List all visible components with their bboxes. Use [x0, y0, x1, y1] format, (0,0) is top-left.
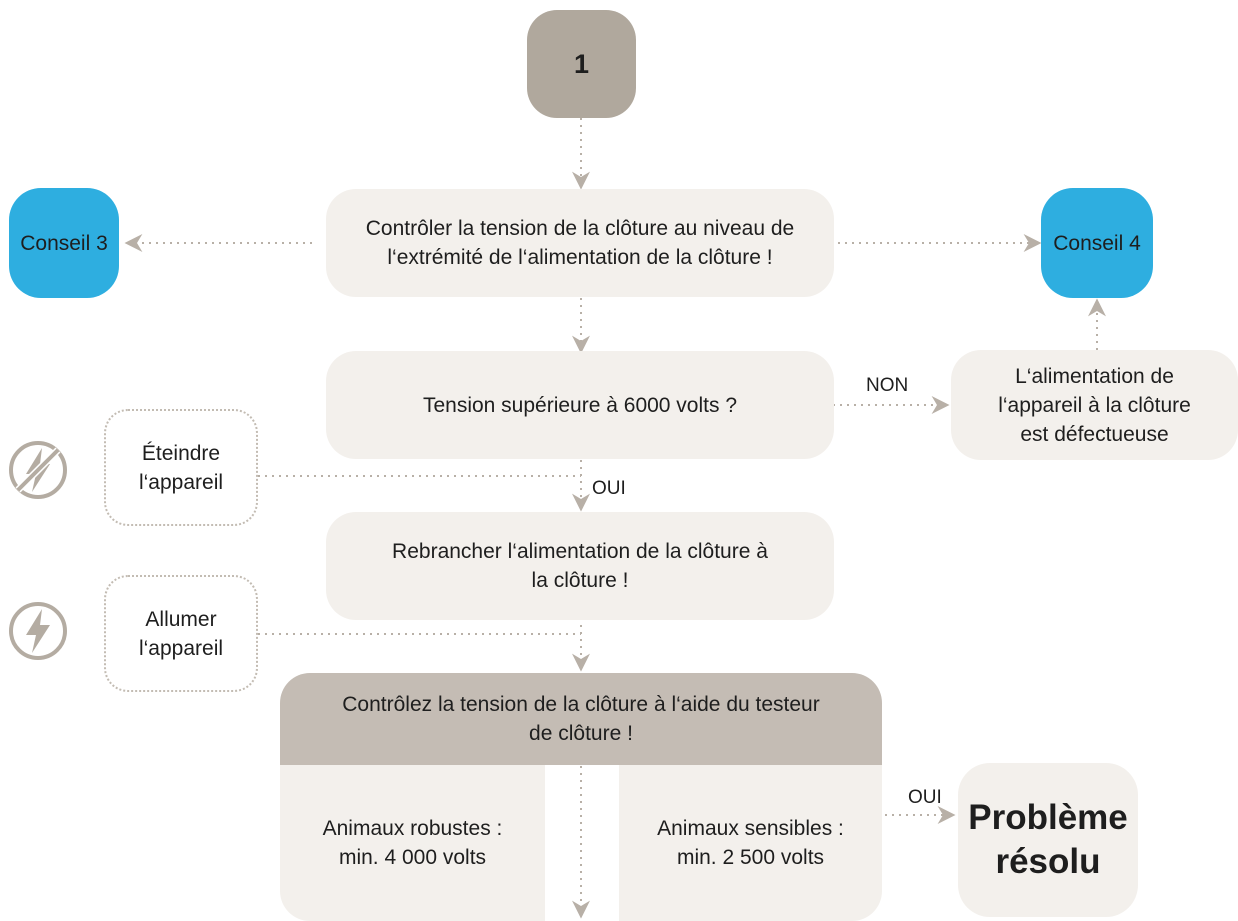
advice-left-label: Conseil 3 — [20, 231, 108, 255]
power-icon — [9, 602, 67, 660]
reconnect-box: Rebrancher l‘alimentation de la clôture … — [326, 512, 834, 620]
sensitive-animals-text: Animaux sensibles : min. 2 500 volts — [657, 817, 844, 869]
robust-animals-box: Animaux robustes : min. 4 000 volts — [280, 765, 545, 921]
power-off-icon — [9, 441, 67, 499]
switch-off-box: Éteindre l‘appareil — [104, 409, 258, 526]
reconnect-text: Rebrancher l‘alimentation de la clôture … — [392, 540, 768, 592]
step-number-box: 1 — [527, 10, 636, 118]
switch-on-box: Allumer l‘appareil — [104, 575, 258, 692]
robust-animals-text: Animaux robustes : min. 4 000 volts — [322, 817, 503, 869]
advice-left-box[interactable]: Conseil 3 — [9, 188, 119, 298]
switch-on-text: Allumer l‘appareil — [138, 607, 224, 660]
switch-off-text: Éteindre l‘appareil — [138, 441, 224, 494]
faulty-connection-box: L‘alimentation de l‘appareil à la clôtur… — [951, 350, 1238, 460]
tester-check-header: Contrôlez la tension de la clôture à l‘a… — [280, 673, 882, 765]
yes-label: OUI — [592, 478, 626, 499]
sensitive-animals-box: Animaux sensibles : min. 2 500 volts — [619, 765, 882, 921]
no-label: NON — [866, 375, 909, 396]
check-supply-end-text: Contrôler la tension de la clôture au ni… — [365, 217, 795, 269]
voltage-question-box: Tension supérieure à 6000 volts ? — [326, 351, 834, 459]
step-number: 1 — [573, 48, 590, 79]
problem-solved-box: Problème résolu — [958, 763, 1138, 917]
voltage-question-text: Tension supérieure à 6000 volts ? — [422, 393, 738, 417]
tester-check-text: Contrôlez la tension de la clôture à l‘a… — [342, 693, 820, 745]
check-supply-end-box: Contrôler la tension de la clôture au ni… — [326, 189, 834, 297]
advice-right-label: Conseil 4 — [1053, 231, 1141, 255]
problem-solved-text: Problème résolu — [968, 798, 1128, 881]
advice-right-box[interactable]: Conseil 4 — [1041, 188, 1153, 298]
faulty-connection-text: L‘alimentation de l‘appareil à la clôtur… — [998, 364, 1191, 446]
yes-label-2: OUI — [908, 787, 942, 808]
